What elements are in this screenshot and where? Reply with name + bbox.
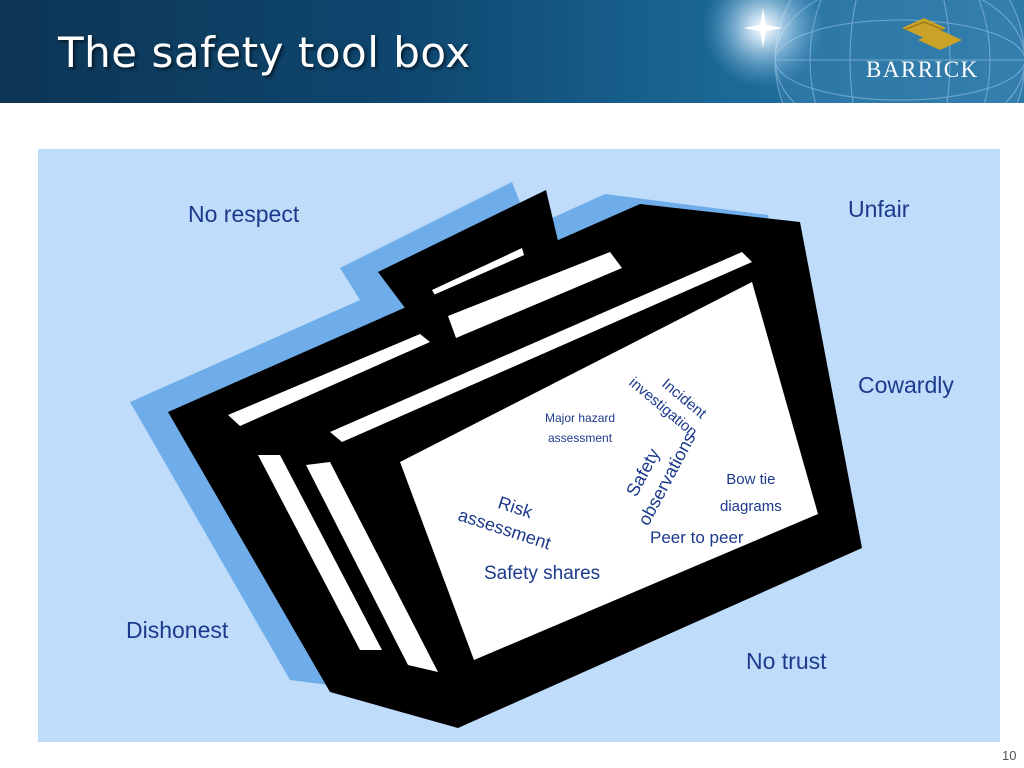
globe-graphic <box>703 0 1024 103</box>
bow-tie-line-2: diagrams <box>720 498 782 515</box>
label-no-respect: No respect <box>188 201 300 227</box>
label-dishonest: Dishonest <box>126 617 229 643</box>
label-cowardly: Cowardly <box>858 372 954 398</box>
header-banner: The safety tool box BARRICK <box>0 0 1024 103</box>
barrick-logo-text: BARRICK <box>866 57 979 82</box>
major-hazard-line-2: assessment <box>548 431 613 445</box>
bow-tie-line-1: Bow tie <box>726 471 776 488</box>
label-safety-shares: Safety shares <box>484 563 601 584</box>
label-no-trust: No trust <box>746 648 827 674</box>
barrick-logo-icon <box>902 18 962 50</box>
slide-title: The safety tool box <box>58 28 471 77</box>
label-unfair: Unfair <box>848 196 910 222</box>
label-major-hazard-assessment: Major hazard assessment <box>545 408 615 448</box>
label-peer-to-peer: Peer to peer <box>650 528 744 547</box>
page-number: 10 <box>1002 748 1017 763</box>
label-bow-tie-diagrams: Bow tie diagrams <box>720 466 782 520</box>
major-hazard-line-1: Major hazard <box>545 411 616 425</box>
